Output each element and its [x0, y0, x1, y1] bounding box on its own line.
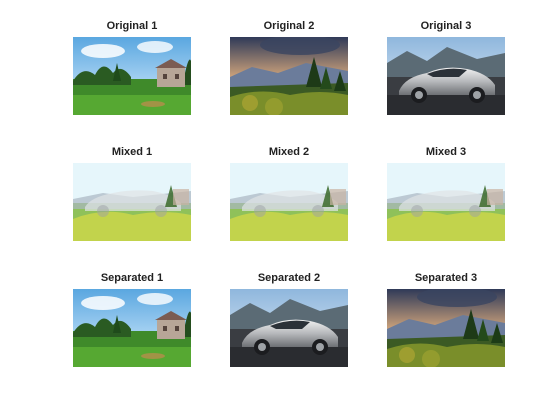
panel-title: Mixed 1 — [111, 146, 153, 158]
panel-image — [387, 37, 505, 115]
panel-image — [73, 163, 191, 241]
panel-title: Original 2 — [263, 20, 315, 32]
panel-title: Separated 2 — [257, 272, 321, 284]
panel-title: Original 3 — [420, 20, 472, 32]
panel-image — [73, 37, 191, 115]
panel-image — [230, 37, 348, 115]
panel-image — [387, 163, 505, 241]
panel-title: Original 1 — [106, 20, 158, 32]
panel-image — [230, 289, 348, 367]
panel-image — [230, 163, 348, 241]
panel-title: Separated 1 — [100, 272, 164, 284]
panel-image — [387, 289, 505, 367]
panel-title: Mixed 3 — [425, 146, 467, 158]
panel-title: Mixed 2 — [268, 146, 310, 158]
panel-image — [73, 289, 191, 367]
panel-title: Separated 3 — [414, 272, 478, 284]
